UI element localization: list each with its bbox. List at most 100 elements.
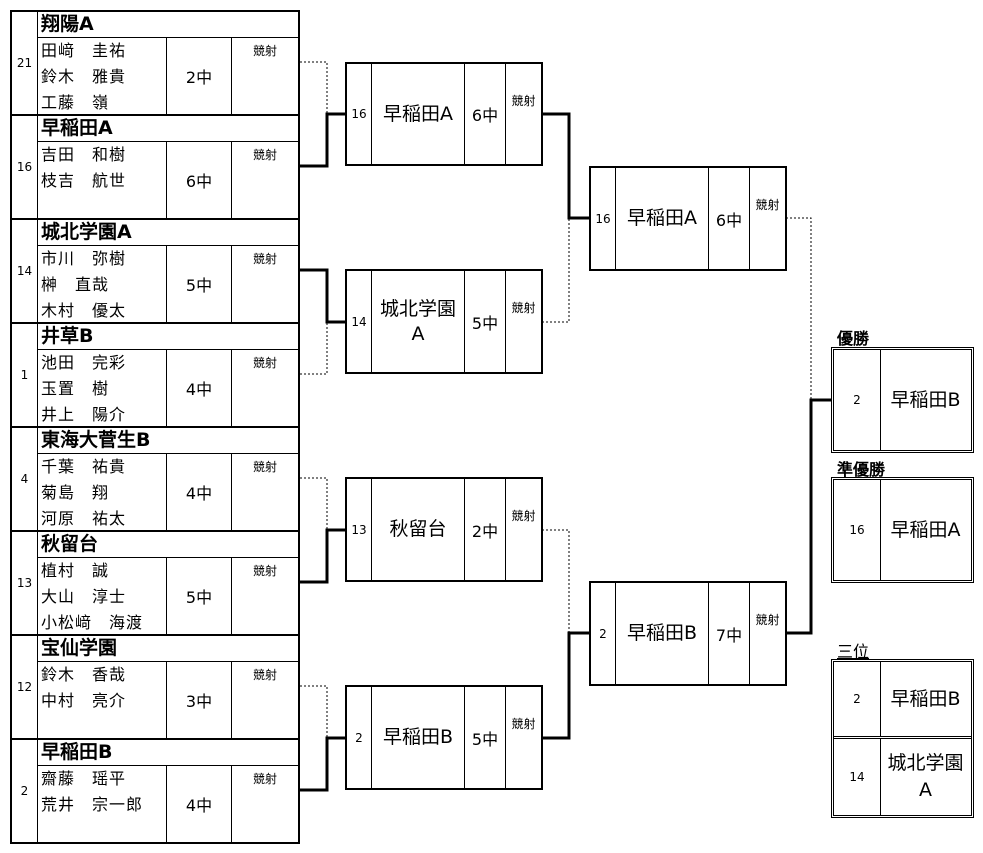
seed-number: 16 [12, 116, 38, 218]
shoot-off-label: 競射 [252, 148, 277, 162]
seed-number: 14 [834, 739, 881, 815]
team-name: 早稲田B [38, 740, 298, 766]
score: 7中 [709, 583, 750, 684]
player-name: 榊 直哉 [41, 275, 110, 294]
team-name: 翔陽A [38, 12, 298, 38]
connector-loser [300, 322, 328, 375]
player-list: 池田 完彩 玉置 樹 井上 陽介 [38, 350, 167, 426]
team-name: 早稲田A [890, 518, 961, 541]
round2-match-3: 13 秋留台 2中 競射 [345, 477, 543, 582]
team-name: 城北学園A [372, 271, 465, 372]
player-name: 齋藤 瑶平 [41, 769, 127, 788]
player-name: 荒井 宗一郎 [41, 795, 144, 814]
team-name: 早稲田A [372, 64, 465, 164]
team-name: 早稲田B [890, 687, 961, 710]
connector-winner [300, 528, 345, 584]
seed-number: 13 [347, 479, 372, 580]
score: 5中 [167, 558, 232, 634]
player-name: 中村 亮介 [41, 691, 127, 710]
round1-team-1: 21 翔陽A 田﨑 圭祐 鈴木 雅貴 工藤 嶺 2中 競射 [12, 12, 298, 114]
score: 6中 [709, 168, 750, 269]
seed-number: 16 [347, 64, 372, 164]
player-name: 工藤 嶺 [41, 93, 110, 112]
shoot-off-label: 競射 [252, 668, 277, 682]
connector-winner [300, 112, 345, 168]
connector-loser [300, 477, 328, 530]
player-list: 田﨑 圭祐 鈴木 雅貴 工藤 嶺 [38, 38, 167, 114]
seed-number: 2 [834, 662, 881, 736]
player-name: 吉田 和樹 [41, 145, 127, 164]
seed-number: 2 [347, 687, 372, 788]
round1-team-2: 16 早稲田A 吉田 和樹 枝吉 航世 6中 競射 [12, 114, 298, 218]
player-name: 鈴木 香哉 [41, 665, 127, 684]
team-name: 城北学園A [38, 220, 298, 246]
round1-team-5: 4 東海大菅生B 千葉 祐貴 菊島 翔 河原 祐太 4中 競射 [12, 426, 298, 530]
shoot-off-label: 競射 [755, 613, 780, 627]
score: 2中 [167, 38, 232, 114]
team-name: 早稲田B [372, 687, 465, 788]
connector-loser [542, 529, 570, 633]
runner-up-row: 16 早稲田A [834, 480, 971, 580]
connector-loser [542, 218, 570, 323]
player-name: 小松﨑 海渡 [41, 613, 144, 632]
runner-up-label: 準優勝 [837, 460, 886, 479]
seed-number: 12 [12, 636, 38, 738]
seed-number: 13 [12, 532, 38, 634]
player-name: 池田 完彩 [41, 353, 127, 372]
round2-match-2: 14 城北学園A 5中 競射 [345, 269, 543, 374]
seed-number: 14 [12, 220, 38, 322]
third-place-row: 2 早稲田B [834, 662, 971, 739]
team-name: 秋留台 [38, 532, 298, 558]
shoot-off-label: 競射 [511, 94, 536, 108]
team-name: 早稲田B [616, 583, 709, 684]
player-name: 河原 祐太 [41, 509, 127, 528]
team-name: 東海大菅生B [38, 428, 298, 454]
player-name: 市川 弥樹 [41, 249, 127, 268]
score: 6中 [465, 64, 506, 164]
shoot-off-label: 競射 [252, 564, 277, 578]
round3-match-2: 2 早稲田B 7中 競射 [589, 581, 787, 686]
winner-box: 2 早稲田B [831, 347, 974, 453]
round1-team-3: 14 城北学園A 市川 弥樹 榊 直哉 木村 優太 5中 競射 [12, 218, 298, 322]
player-name: 鈴木 雅貴 [41, 67, 127, 86]
player-name: 大山 淳士 [41, 587, 127, 606]
score: 4中 [167, 766, 232, 842]
seed-number: 16 [591, 168, 616, 269]
score: 6中 [167, 142, 232, 218]
round3-match-1: 16 早稲田A 6中 競射 [589, 166, 787, 271]
round1-team-8: 2 早稲田B 齋藤 瑶平 荒井 宗一郎 4中 競射 [12, 738, 298, 842]
third-place-row: 14 城北学園A [834, 739, 971, 815]
team-name: 早稲田A [616, 168, 709, 269]
round2-match-4: 2 早稲田B 5中 競射 [345, 685, 543, 790]
seed-number: 2 [834, 350, 881, 450]
player-list: 千葉 祐貴 菊島 翔 河原 祐太 [38, 454, 167, 530]
player-list: 吉田 和樹 枝吉 航世 [38, 142, 167, 218]
player-name: 枝吉 航世 [41, 171, 127, 190]
connector-loser [300, 685, 328, 738]
player-list: 植村 誠 大山 淳士 小松﨑 海渡 [38, 558, 167, 634]
team-name: 早稲田A [38, 116, 298, 142]
team-name: 宝仙学園 [38, 636, 298, 662]
player-name: 植村 誠 [41, 561, 110, 580]
round1-team-6: 13 秋留台 植村 誠 大山 淳士 小松﨑 海渡 5中 競射 [12, 530, 298, 634]
seed-number: 4 [12, 428, 38, 530]
score: 4中 [167, 454, 232, 530]
winner-label: 優勝 [837, 329, 870, 348]
connector-winner [300, 736, 345, 792]
shoot-off-label: 競射 [755, 198, 780, 212]
third-place-label: 三位 [837, 642, 870, 661]
player-name: 木村 優太 [41, 301, 127, 320]
player-name: 菊島 翔 [41, 483, 110, 502]
connector-winner [786, 398, 831, 635]
connector-winner [300, 268, 345, 324]
winner-row: 2 早稲田B [834, 350, 971, 450]
score: 4中 [167, 350, 232, 426]
seed-number: 21 [12, 12, 38, 114]
shoot-off-label: 競射 [511, 509, 536, 523]
score: 5中 [167, 246, 232, 322]
seed-number: 16 [834, 480, 881, 580]
shoot-off-label: 競射 [511, 301, 536, 315]
shoot-off-label: 競射 [252, 356, 277, 370]
round1-team-7: 12 宝仙学園 鈴木 香哉 中村 亮介 3中 競射 [12, 634, 298, 738]
score: 5中 [465, 271, 506, 372]
